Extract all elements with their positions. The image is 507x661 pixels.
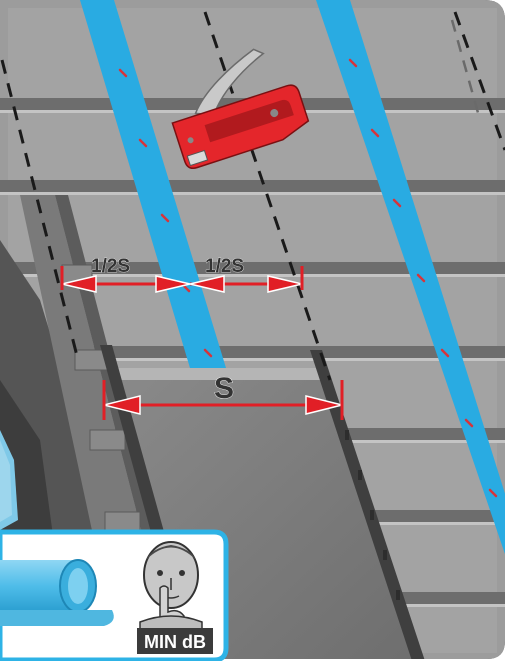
silence-person-icon xyxy=(140,542,202,632)
label-half-spacing-left: 1/2S xyxy=(91,256,130,277)
label-half-spacing-right: 1/2S xyxy=(205,256,244,277)
min-db-panel: MIN dB xyxy=(0,532,226,660)
label-spacing: S xyxy=(214,372,234,405)
min-db-label: MIN dB xyxy=(144,632,206,652)
